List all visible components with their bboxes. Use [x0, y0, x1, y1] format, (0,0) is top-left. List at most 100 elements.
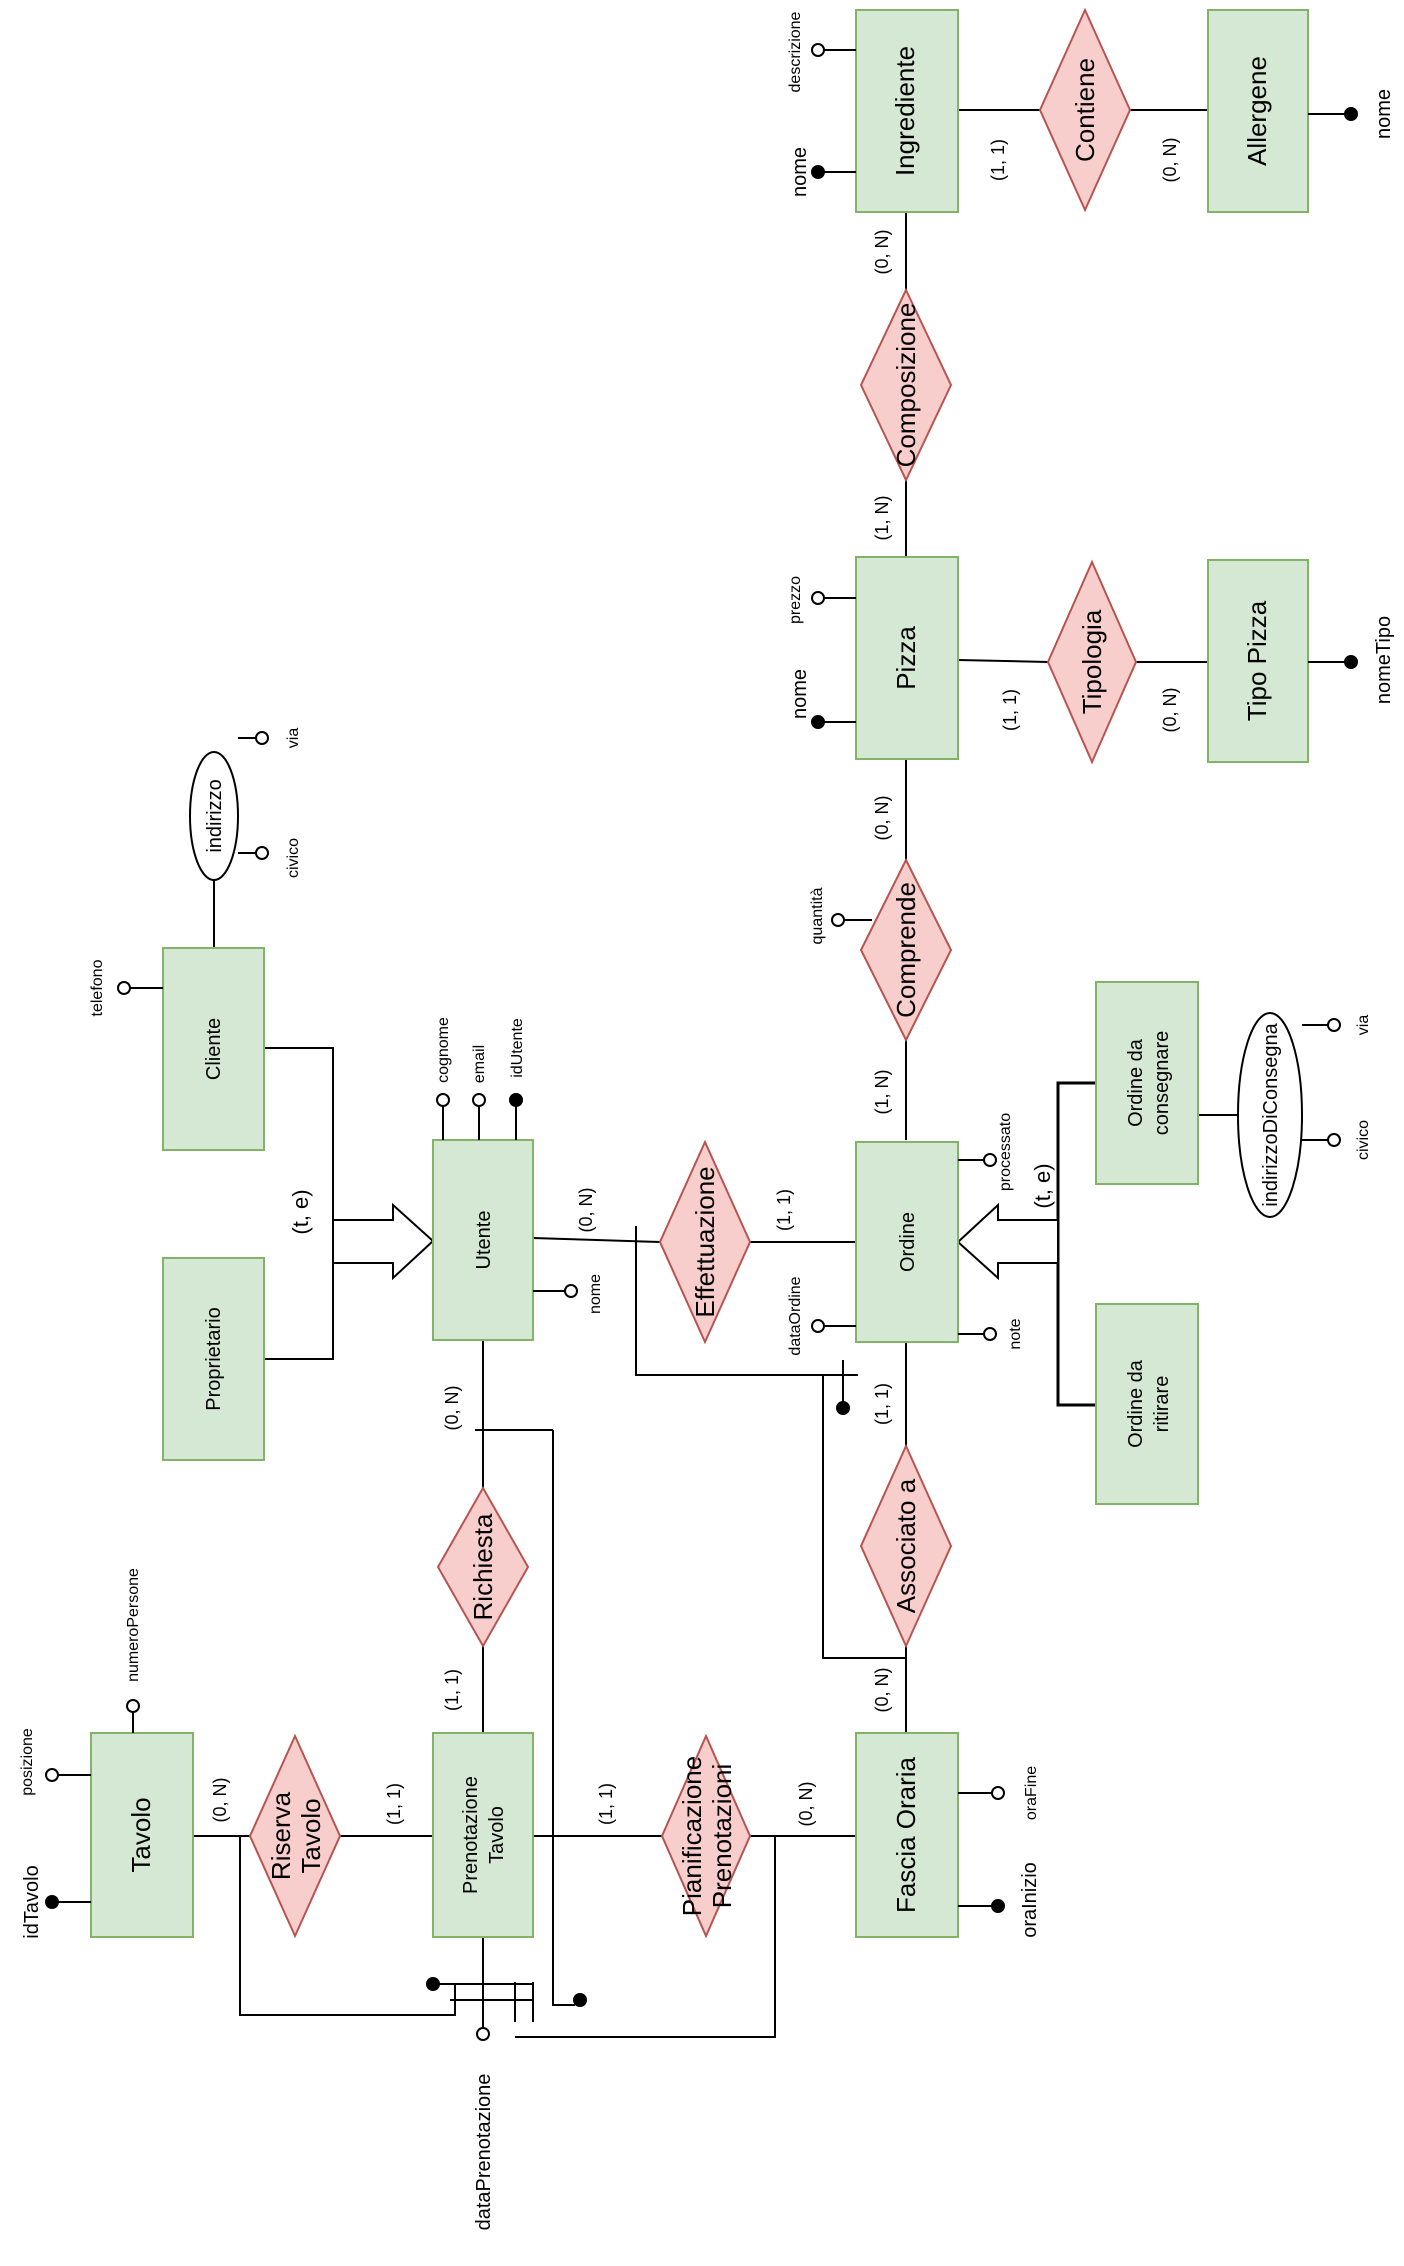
- entity-tavolo[interactable]: Tavolo: [90, 1732, 194, 1938]
- cardinality-utente-richiesta: (0, N): [442, 1386, 462, 1431]
- cardinality-ingrediente-composizione: (0, N): [872, 230, 892, 275]
- relationship-label: Tipologia: [1077, 609, 1107, 714]
- attribute-label: oraFine: [1023, 1766, 1040, 1820]
- cardinality-labels: (1, 1) (0, N) (0, N) (1, N) (1, 1) (0, N…: [210, 138, 1180, 1827]
- cardinality-pizza-tipologia: (1, 1): [1000, 689, 1020, 731]
- cardinality-fascia-associato: (0, N): [872, 1668, 892, 1713]
- attribute-ordine-data-ordine: dataOrdine: [787, 1276, 856, 1356]
- entity-ordine[interactable]: Ordine: [855, 1141, 959, 1343]
- attribute-consegna-via: via: [1302, 1015, 1372, 1036]
- attribute-label: processato: [997, 1113, 1014, 1191]
- attribute-label: via: [1355, 1015, 1372, 1036]
- attribute-utente-nome: nome: [533, 1274, 604, 1314]
- entity-utente[interactable]: Utente: [432, 1139, 534, 1341]
- relationship-label-line-1: Pianificazione: [677, 1756, 707, 1916]
- relationship-label-line-1: Riserva: [266, 1791, 296, 1880]
- attribute-label: cognome: [435, 1017, 452, 1083]
- entity-tipo-pizza[interactable]: Tipo Pizza: [1207, 559, 1309, 763]
- entity-ingrediente[interactable]: Ingrediente: [855, 9, 959, 213]
- attribute-label: via: [285, 728, 302, 749]
- entity-pizza[interactable]: Pizza: [855, 556, 959, 760]
- entity-label: Ordine: [897, 1212, 919, 1272]
- entity-label: Tavolo: [126, 1797, 156, 1872]
- attribute-tavolo-id-tavolo: idTavolo: [21, 1865, 91, 1939]
- relationship-composizione[interactable]: Composizione: [859, 287, 953, 483]
- identifier-dots-prenotazione: [426, 1977, 587, 2007]
- relationship-pianificazione-prenotazioni[interactable]: Pianificazione Prenotazioni: [660, 1733, 752, 1939]
- entity-label: Ingrediente: [890, 46, 920, 176]
- relationship-contiene[interactable]: Contiene: [1038, 7, 1132, 213]
- composite-attribute-label: indirizzoDiConsegna: [1260, 1022, 1282, 1206]
- cardinality-prenotazione-richiesta: (1, 1): [442, 1669, 462, 1711]
- entity-label: Proprietario: [203, 1307, 225, 1410]
- relationship-riserva-tavolo[interactable]: Riserva Tavolo: [248, 1733, 342, 1939]
- cardinality-utente-effettuazione: (0, N): [576, 1188, 596, 1233]
- relationship-label: Richiesta: [468, 1513, 498, 1620]
- cardinality-ingrediente-contiene: (1, 1): [988, 139, 1008, 181]
- relationship-tipologia[interactable]: Tipologia: [1046, 559, 1138, 765]
- entity-ordine-da-consegnare[interactable]: Ordine da consegnare: [1095, 981, 1199, 1185]
- entity-proprietario[interactable]: Proprietario: [162, 1257, 265, 1461]
- attribute-pizza-nome: nome: [789, 669, 856, 729]
- attribute-consegna-civico: civico: [1302, 1120, 1372, 1160]
- attribute-utente-cognome: cognome: [435, 1017, 452, 1140]
- attribute-label: idTavolo: [21, 1865, 43, 1938]
- relationship-associato-a[interactable]: Associato a: [859, 1443, 953, 1649]
- attribute-label: nome: [789, 669, 811, 719]
- attribute-indirizzo-via: via: [238, 728, 302, 749]
- attribute-prenotazione-data-prenotazione: dataPrenotazione: [473, 2024, 495, 2230]
- entity-label: Cliente: [203, 1018, 225, 1080]
- relationship-label: Effettuazione: [690, 1166, 720, 1317]
- attribute-tavolo-numero-persone: numeroPersone: [125, 1568, 142, 1733]
- attribute-tipo-pizza-nome-tipo: nomeTipo: [1308, 616, 1395, 704]
- relationship-richiesta[interactable]: Richiesta: [436, 1485, 530, 1649]
- attribute-ordine-processato: processato: [958, 1113, 1014, 1191]
- relationship-comprende[interactable]: Comprende: [859, 857, 953, 1043]
- entity-ordine-da-ritirare[interactable]: Ordine da ritirare: [1095, 1303, 1199, 1505]
- connection-lines: [193, 109, 1238, 2038]
- identifier-dot-ordine: [836, 1401, 850, 1415]
- attribute-label: descrizione: [787, 11, 804, 92]
- attribute-label: telefono: [89, 959, 106, 1016]
- relationship-label: Composizione: [891, 303, 921, 468]
- relationship-label-line-2: Prenotazioni: [707, 1764, 737, 1909]
- cardinality-ordine-effettuazione: (1, 1): [774, 1189, 794, 1231]
- entity-label: Tipo Pizza: [1242, 600, 1272, 721]
- entity-label-line-1: Ordine da: [1125, 1359, 1147, 1448]
- cardinality-pizza-composizione: (1, N): [872, 496, 892, 541]
- relationship-label: Associato a: [891, 1478, 921, 1613]
- attribute-allergene-nome: nome: [1308, 89, 1395, 139]
- cardinality-tavolo-riserva: (0, N): [210, 1778, 230, 1823]
- attribute-label: dataOrdine: [787, 1276, 804, 1355]
- entity-fascia-oraria[interactable]: Fascia Oraria: [855, 1732, 959, 1938]
- composite-attribute-indirizzo-di-consegna[interactable]: indirizzoDiConsegna: [1237, 1012, 1303, 1218]
- attribute-indirizzo-civico: civico: [238, 838, 302, 878]
- entity-label-line-2: ritirare: [1151, 1376, 1173, 1433]
- entity-prenotazione-tavolo[interactable]: Prenotazione Tavolo: [432, 1732, 534, 1938]
- attribute-fascia-ora-fine: oraFine: [958, 1766, 1040, 1820]
- attribute-comprende-quantita: quantità: [809, 887, 872, 944]
- entity-label-line-2: Tavolo: [486, 1806, 508, 1864]
- relationship-effettuazione[interactable]: Effettuazione: [658, 1139, 752, 1345]
- generalization-labels: (t, e) (t, e): [288, 1163, 1055, 1234]
- attribute-fascia-ora-inizio: oraInizio: [958, 1862, 1041, 1938]
- generalization-arrow-utente: [332, 1202, 435, 1281]
- cardinality-prenotazione-riserva: (1, 1): [384, 1783, 404, 1825]
- attribute-label: numeroPersone: [125, 1568, 142, 1682]
- cardinality-pizza-comprende: (0, N): [872, 796, 892, 841]
- attribute-label: prezzo: [787, 576, 804, 624]
- attribute-label: quantità: [809, 887, 826, 944]
- relationship-label-line-2: Tavolo: [296, 1798, 326, 1873]
- attribute-label: civico: [285, 838, 302, 878]
- attribute-label: dataPrenotazione: [473, 2074, 495, 2231]
- attribute-tavolo-posizione: posizione: [19, 1728, 91, 1796]
- attribute-label: nomeTipo: [1373, 616, 1395, 704]
- relationship-label: Comprende: [891, 882, 921, 1018]
- entity-allergene[interactable]: Allergene: [1207, 9, 1309, 213]
- entity-cliente[interactable]: Cliente: [162, 947, 265, 1151]
- cardinality-ordine-comprende: (1, N): [872, 1070, 892, 1115]
- composite-attribute-indirizzo[interactable]: indirizzo: [189, 751, 239, 881]
- attribute-label: nome: [1373, 89, 1395, 139]
- entity-label-line-1: Ordine da: [1125, 1038, 1147, 1127]
